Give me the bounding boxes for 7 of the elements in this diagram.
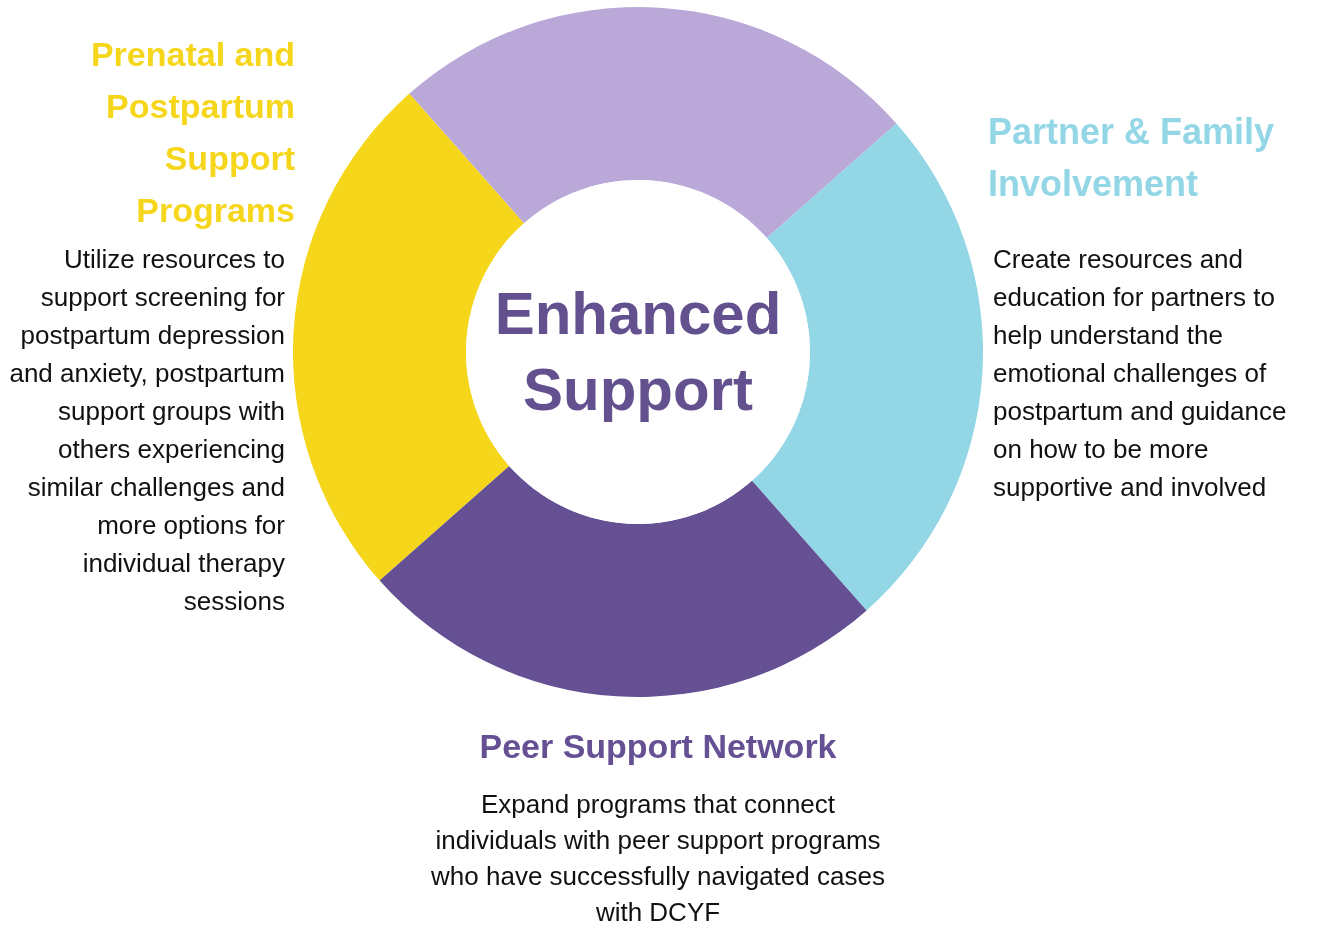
heading: Partner & Family Involvement [988,110,1276,206]
heading: Enhanced Support [493,279,783,425]
heading: Prenatal and Postpartum Support Programs [89,34,295,231]
description: Utilize resources to support screening for postpartum depression and anxiety, postpartum support groups with others experiencing similar challenges and more options for individual therapy sessions [8,243,285,618]
heading: Peer Support Network [478,726,838,767]
description: Create resources and education for partners to help understand the emotional challenges of postpartum and guidance on how to be more supportive and involved [993,243,1288,504]
description: Expand programs that connect individuals with peer support programs who have successfully navigated cases with DCYF [430,788,886,929]
